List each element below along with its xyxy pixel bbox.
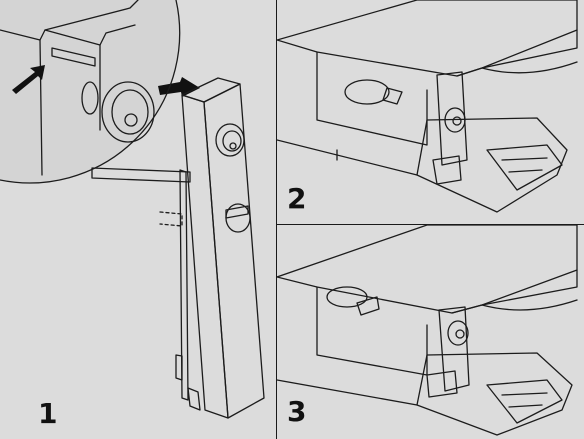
step-number-1: 1 [38, 397, 58, 430]
step-2-panel: 2 [277, 0, 584, 224]
step-1-panel: 1 [0, 0, 276, 439]
lock-cylinder-icon [215, 123, 245, 157]
hinge-icon [225, 203, 251, 233]
step-2-illustration [277, 0, 578, 213]
step-3-panel: 3 [277, 225, 584, 439]
arrow-icon [12, 65, 45, 94]
step-1-illustration [0, 0, 265, 419]
step-number-2: 2 [287, 182, 307, 215]
step-number-3: 3 [287, 395, 307, 428]
vertical-divider [276, 0, 277, 439]
step-3-illustration [277, 225, 578, 436]
